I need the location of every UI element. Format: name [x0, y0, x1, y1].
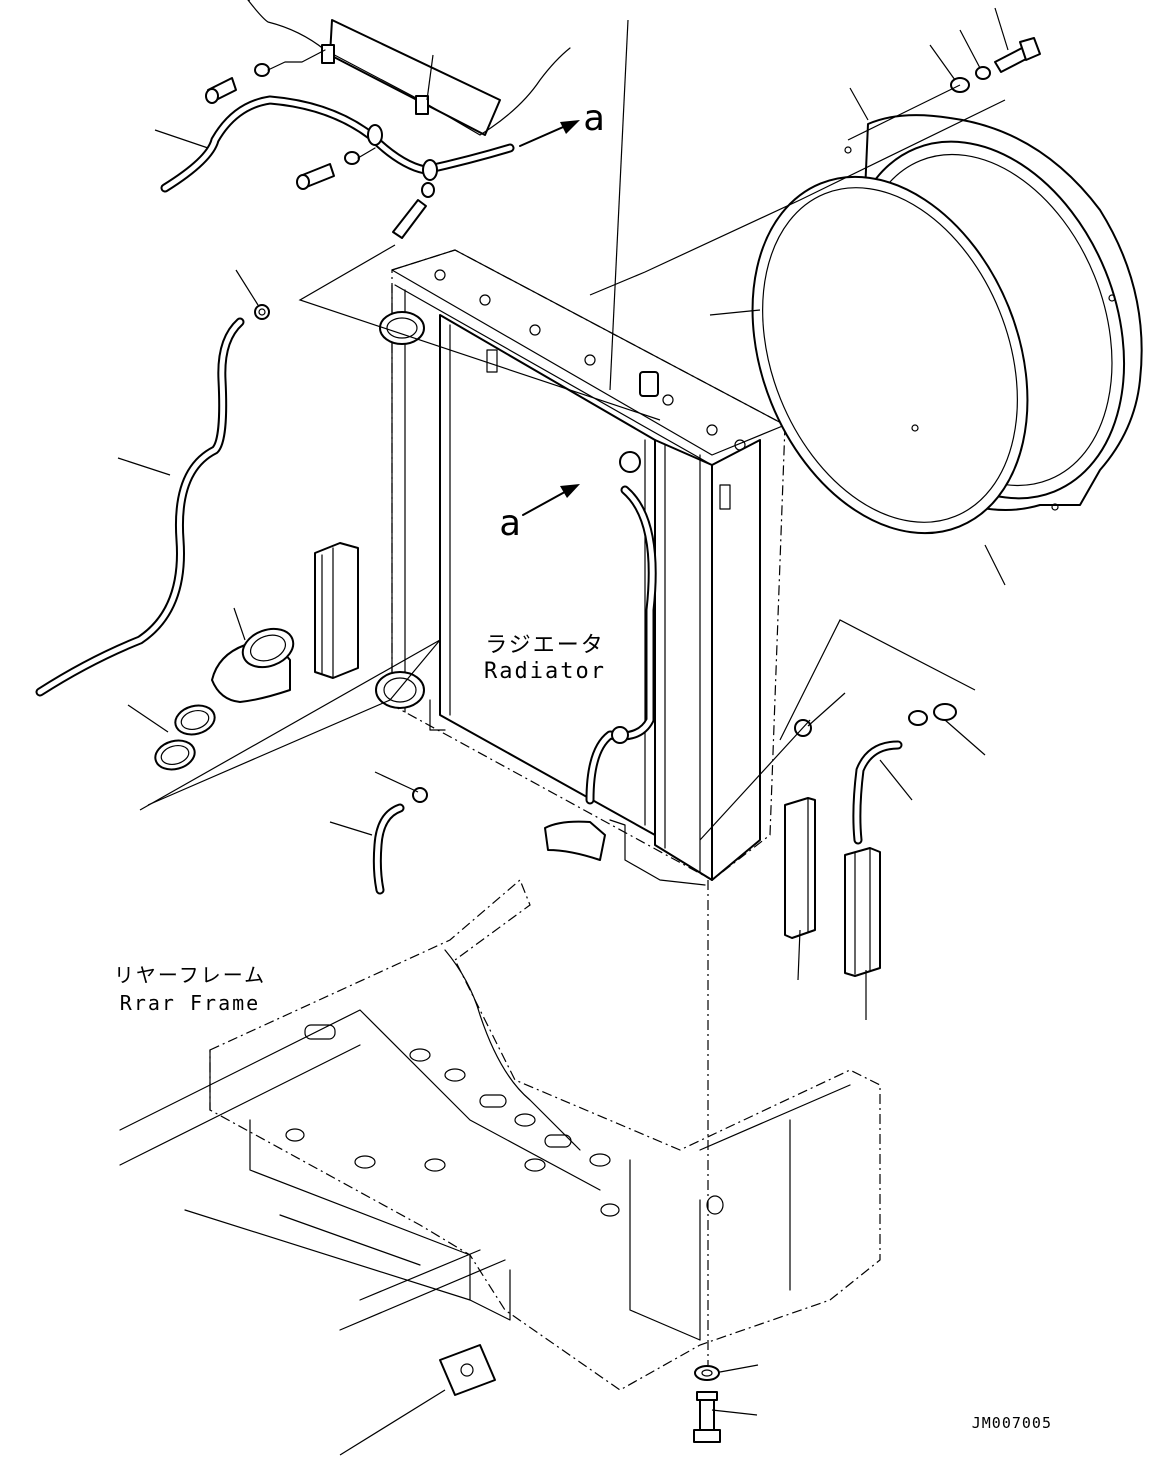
seal-pad-right-2 — [844, 847, 881, 977]
right-hose-elbow — [794, 703, 957, 845]
ref-arrow-upper — [519, 120, 580, 147]
leader-lines — [117, 0, 1009, 1456]
frame-label-jp: リヤーフレーム — [114, 963, 266, 987]
wire-harness-top — [160, 0, 571, 193]
bolt-set-upper — [205, 49, 435, 239]
rear-frame — [119, 878, 881, 1396]
mount-bolt-bottom — [693, 1365, 721, 1443]
fan-shroud — [751, 114, 1143, 535]
shroud-bolt-set — [950, 37, 1041, 93]
hose-clamp-nut-left — [254, 304, 270, 320]
ref-arrow-lower — [522, 484, 580, 516]
ref-label-upper: a — [583, 98, 605, 139]
drawing-code: JM007005 — [972, 1414, 1052, 1432]
hose-clamps-left — [154, 704, 216, 771]
seal-pad-right-1 — [784, 797, 816, 939]
ref-label-lower: a — [499, 503, 521, 544]
left-overflow-hose — [35, 317, 245, 697]
radiator-label-jp: ラジエータ — [485, 633, 605, 658]
radiator-label-en: Radiator — [484, 659, 606, 684]
frame-label-en: Rrar Frame — [120, 991, 260, 1015]
radiator-assembly — [375, 249, 786, 886]
lower-small-hose — [372, 787, 428, 895]
seal-pad-left — [314, 542, 359, 679]
upper-hose-elbow — [211, 627, 295, 703]
